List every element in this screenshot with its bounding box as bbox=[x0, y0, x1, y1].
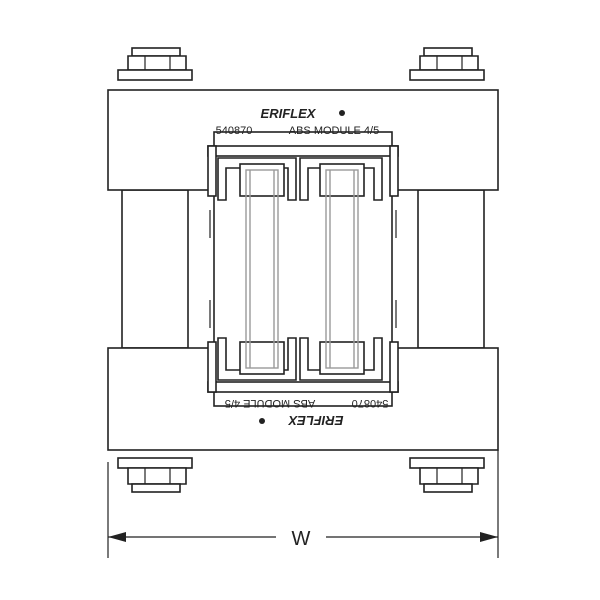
part-number-top: 540870 bbox=[216, 125, 253, 137]
module-bottom-clips bbox=[207, 300, 399, 393]
bolt-top-left bbox=[117, 47, 193, 81]
part-number-bottom: 540870 bbox=[352, 397, 389, 409]
post-left bbox=[121, 189, 189, 349]
bolt-bottom-right bbox=[409, 457, 485, 493]
brand-bottom: ERIFLEX bbox=[287, 413, 343, 428]
dimension-arrow-left bbox=[108, 532, 126, 542]
dimension-label: W bbox=[292, 528, 311, 550]
brand-top: ERIFLEX bbox=[261, 106, 317, 121]
module-top-clips bbox=[207, 145, 399, 238]
bolt-bottom-left bbox=[117, 457, 193, 493]
post-right bbox=[417, 189, 485, 349]
brand-dot-top bbox=[339, 110, 345, 116]
dimension-w: W bbox=[107, 450, 499, 558]
label-bottom-rotated: ERIFLEX 540870 ABS MODULE 4/5 bbox=[225, 397, 389, 428]
module-name-top: ABS MODULE 4/5 bbox=[289, 125, 379, 137]
module-name-bottom: ABS MODULE 4/5 bbox=[225, 397, 315, 409]
brand-dot-bottom bbox=[259, 418, 265, 424]
busbar-right bbox=[325, 169, 359, 369]
busbar-left bbox=[245, 169, 279, 369]
bolt-top-right bbox=[409, 47, 485, 81]
dimension-arrow-right bbox=[480, 532, 498, 542]
